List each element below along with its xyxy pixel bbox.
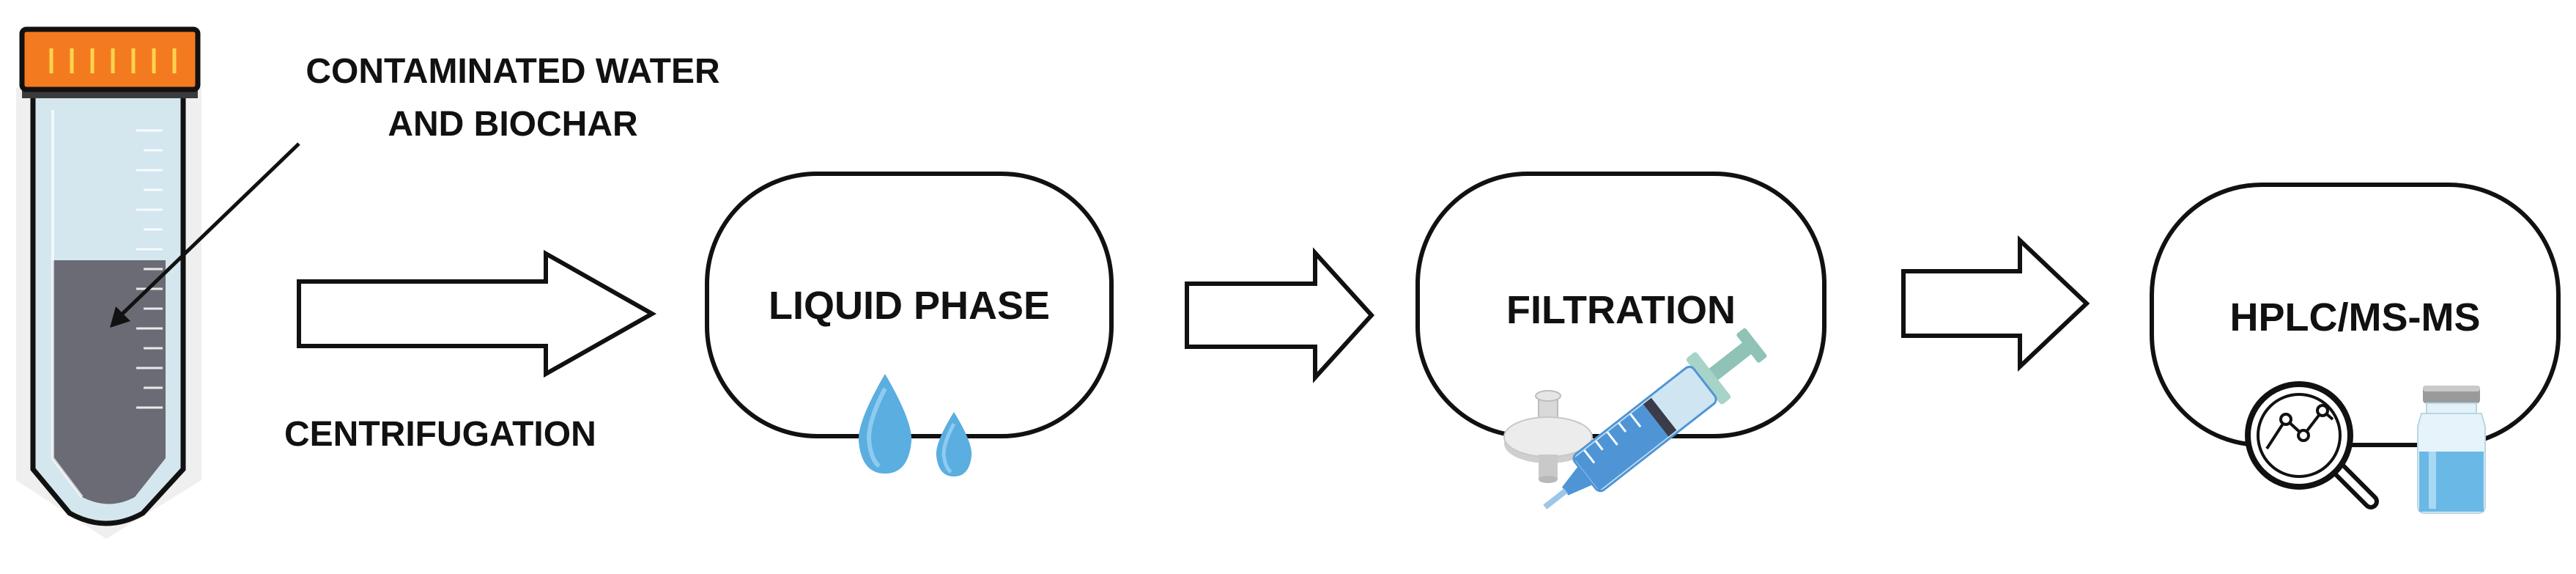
sample-label-line2: AND BIOCHAR xyxy=(388,105,638,144)
process-label: CENTRIFUGATION xyxy=(284,415,596,454)
sample-label-line1: CONTAMINATED WATER xyxy=(306,52,720,91)
step-label-filtration: FILTRATION xyxy=(1506,288,1736,332)
syringe-icon xyxy=(1543,328,1767,509)
flow-arrow-2 xyxy=(1185,247,1375,383)
step-label-hplc: HPLC/MS-MS xyxy=(2229,295,2481,339)
magnifier-chart-icon xyxy=(2245,381,2379,509)
step-box-hplc xyxy=(2150,183,2561,447)
pointer-arrow xyxy=(110,142,300,328)
centrifuge-tube-icon xyxy=(16,26,201,539)
syringe-filter-icon xyxy=(1503,390,1593,483)
step-label-liquid-phase: LIQUID PHASE xyxy=(768,284,1051,328)
water-drop-icon xyxy=(936,412,972,477)
sample-label: CONTAMINATED WATER AND BIOCHAR xyxy=(264,45,762,151)
flow-arrow-1 xyxy=(297,249,657,378)
water-drop-icon xyxy=(858,374,912,474)
vial-icon xyxy=(2417,386,2486,514)
flow-arrow-3 xyxy=(1901,235,2090,372)
